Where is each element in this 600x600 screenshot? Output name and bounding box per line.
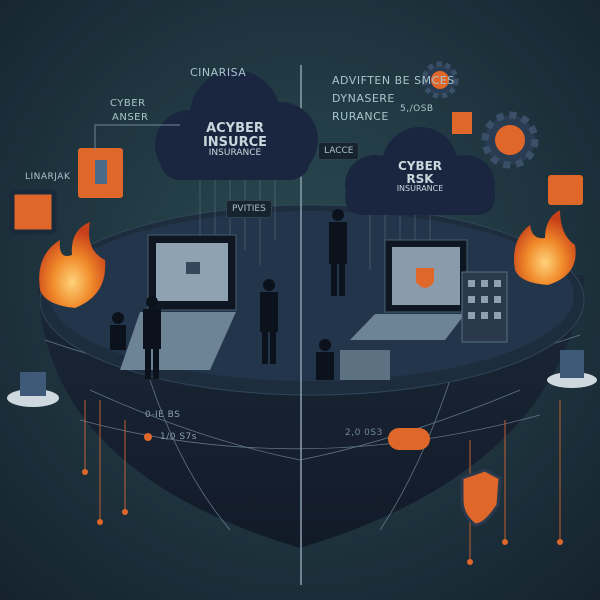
header-line: DYNASERE [332, 92, 395, 105]
laptop-icon [120, 234, 237, 370]
gear-icon [421, 61, 459, 99]
building-icon [461, 271, 508, 343]
wire-ends [82, 469, 563, 565]
server-icon [20, 372, 46, 396]
fire-icon [514, 210, 576, 285]
gear-icon [481, 111, 539, 169]
speech-bubble: LACCE [318, 142, 360, 160]
label-cyber: CYBER [110, 98, 146, 109]
connector-line [94, 124, 180, 150]
left-cloud-text: ACYBER INSURCE INSURANCE [190, 122, 280, 159]
cloud-line: INSURCE [202, 134, 268, 150]
cloud-line: INSURANCE [208, 148, 262, 159]
shield-icon [460, 468, 502, 527]
header-line: ADVIFTEN BE SMCES [332, 74, 455, 87]
person-icon [110, 209, 347, 380]
header-line: RURANCE [332, 110, 389, 123]
lock-icon [452, 112, 472, 134]
cloud-line: INSURANCE [396, 184, 444, 194]
cloud-line: ACYBER [206, 121, 264, 136]
badge-icon [388, 428, 430, 450]
shield-icon [416, 268, 434, 288]
label-cinarisa: CINARISA [190, 66, 247, 79]
dot-icon [144, 433, 152, 441]
bowl-text: 0-IE BS [145, 410, 181, 420]
cloud-line: CYBER [397, 159, 443, 173]
gear-card-icon [9, 189, 57, 235]
bowl-text: 2,0 0S3 [345, 428, 383, 438]
label-anser: ANSER [112, 112, 149, 123]
cloud-icon [155, 70, 318, 180]
fire-icon [39, 222, 106, 308]
code-label: 5,/OSB [400, 104, 434, 114]
label-linarjak: LINARJAK [25, 172, 71, 182]
speech-bubble: PVITIES [226, 200, 272, 218]
lock-icon [186, 262, 200, 274]
bowl-text: 1/0 S7s [160, 432, 197, 442]
desk [340, 350, 390, 380]
laptop-icon [350, 239, 468, 340]
right-cloud-text: CYBER RSK INSURANCE [375, 160, 465, 194]
server-base [547, 372, 597, 388]
server-icon [560, 350, 584, 378]
cloud-icon [345, 127, 495, 215]
alert-bubble-icon [548, 175, 583, 205]
cloud-line: RSK [406, 171, 434, 186]
